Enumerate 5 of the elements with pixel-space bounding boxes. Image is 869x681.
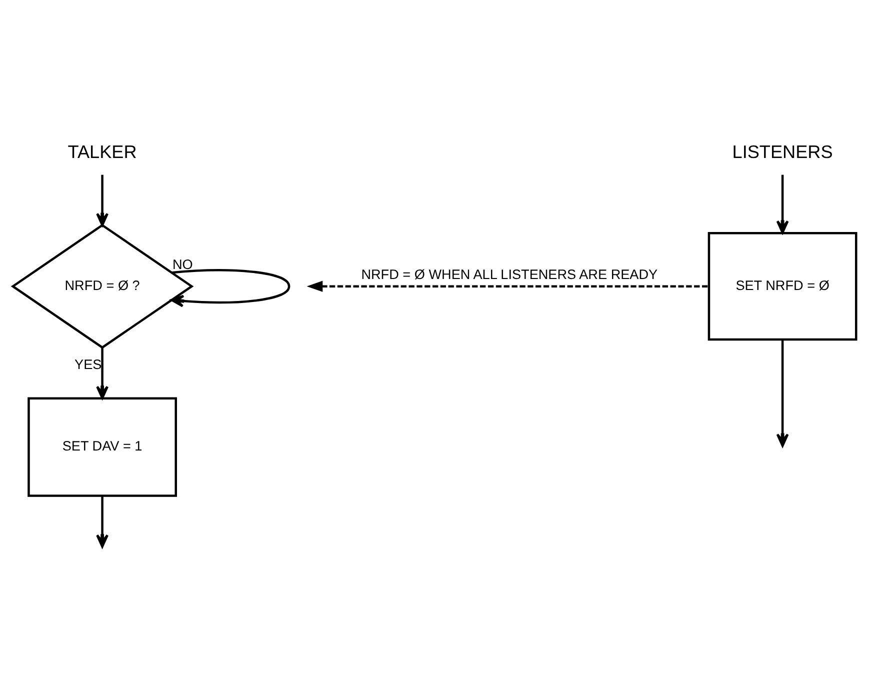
edge-label: NO	[172, 256, 193, 272]
node-text: LISTENERS	[732, 142, 833, 162]
edge-label: YES	[74, 356, 102, 372]
edge-label: NRFD = Ø WHEN ALL LISTENERS ARE READY	[361, 267, 658, 282]
node-text: TALKER	[68, 142, 137, 162]
